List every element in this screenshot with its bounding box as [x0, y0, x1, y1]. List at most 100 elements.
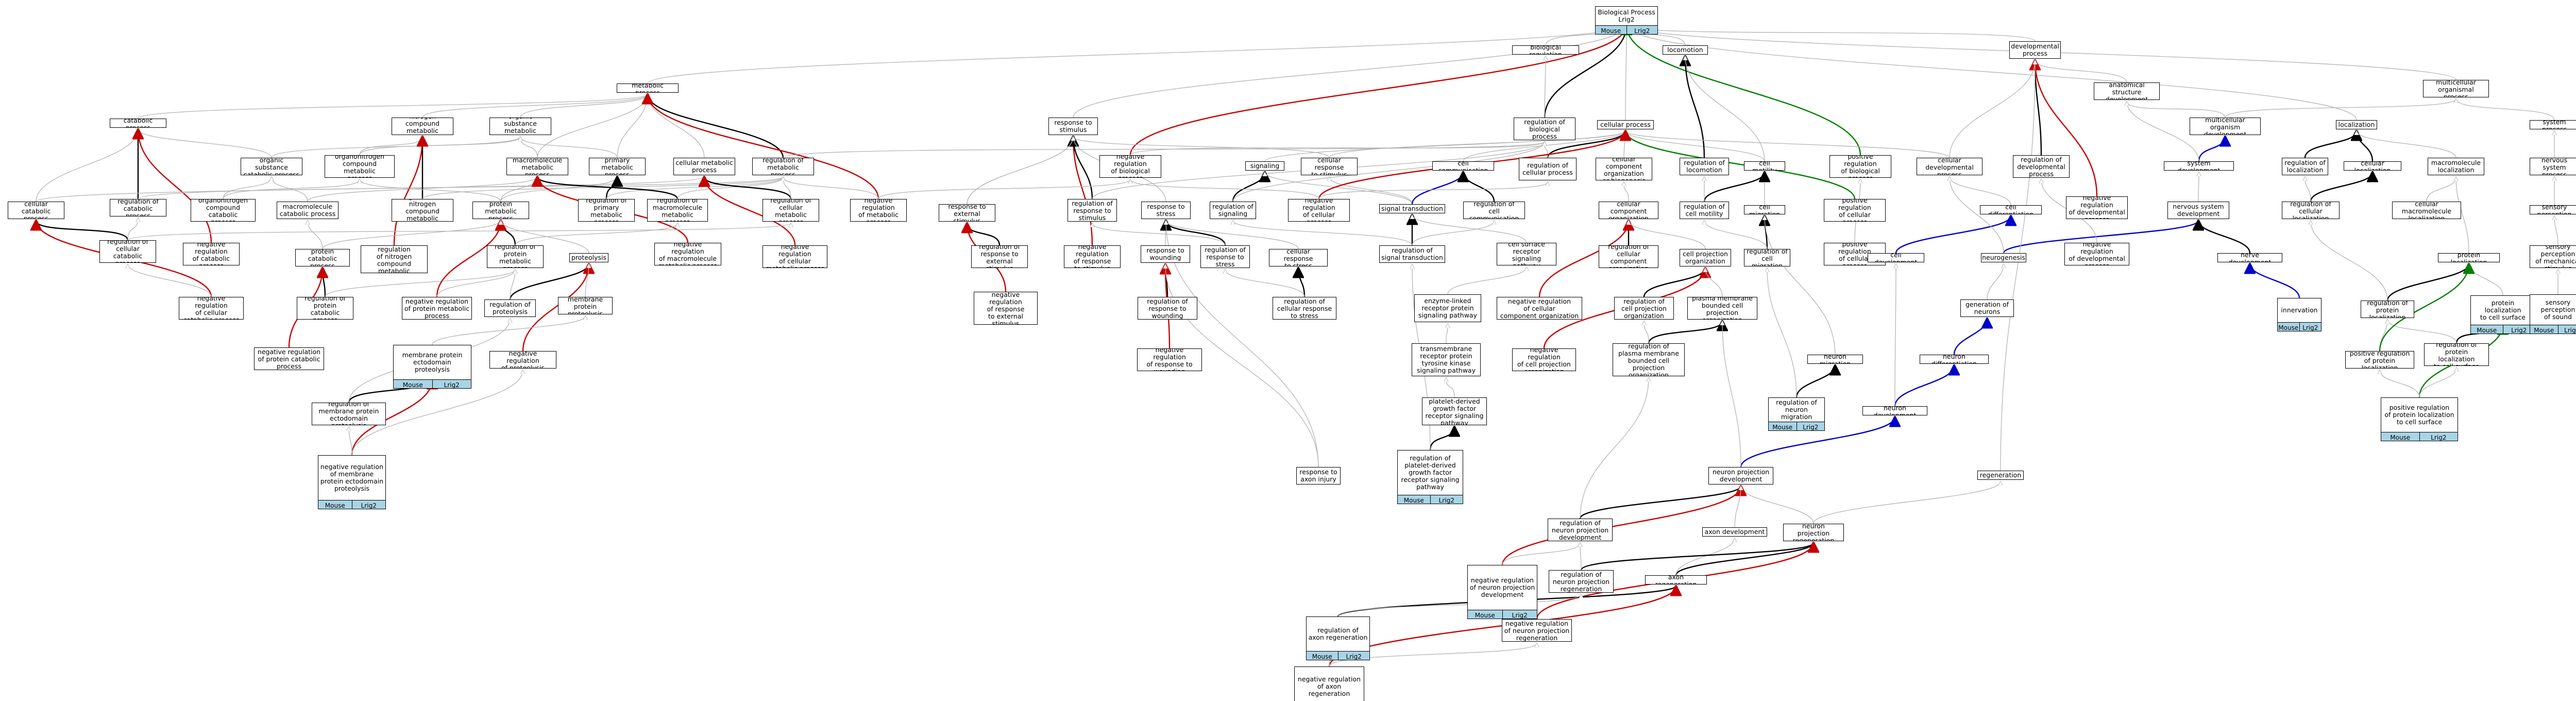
term-node-protloc[interactable]: protein localization — [2438, 253, 2500, 262]
term-node-posregcell[interactable]: positive regulation of cellular process — [1824, 199, 1886, 222]
term-node-negregresp[interactable]: negative regulation of response to stimu… — [1064, 245, 1121, 268]
term-node-cellproj[interactable]: cell projection organization — [1680, 249, 1731, 266]
term-node-celldev[interactable]: cellular developmental process — [1917, 158, 1982, 175]
term-node-multidev[interactable]: multicellular organism development — [2190, 118, 2261, 135]
term-node-regrespstress[interactable]: regulation of response to stress — [1200, 245, 1250, 268]
term-node-multiorg[interactable]: multicellular organismal process — [2423, 80, 2489, 97]
term-node-negregproteolysis[interactable]: negative regulation of proteolysis — [489, 351, 556, 369]
term-node-respwound[interactable]: response to wounding — [1141, 245, 1190, 263]
term-node-regsignaling[interactable]: regulation of signaling — [1210, 202, 1256, 219]
term-node-regcellproc[interactable]: regulation of cellular process — [1519, 158, 1577, 180]
term-node-nervsys[interactable]: nervous system process — [2530, 158, 2576, 175]
term-node-cellmotility[interactable]: cell motility — [1744, 161, 1785, 171]
term-node-regrespext[interactable]: regulation of response to external stimu… — [971, 245, 1028, 268]
term-node-locomotion[interactable]: locomotion — [1663, 45, 1708, 55]
term-node-regprotcat[interactable]: regulation of protein catabolic process — [297, 297, 353, 320]
term-node-signaltrans[interactable]: signal transduction — [1379, 204, 1445, 213]
term-node-posregprotloccs[interactable]: positive regulation of protein localizat… — [2381, 397, 2458, 441]
term-node-orgnitro[interactable]: organonitrogen compound metabolic proces… — [325, 155, 395, 178]
term-node-pdgf[interactable]: platelet-derived growth factor receptor … — [1422, 397, 1487, 425]
term-node-negregnitro[interactable]: negative regulation of nitrogen compound… — [361, 245, 428, 273]
term-node-cellrespstress[interactable]: cellular response to stress — [1269, 249, 1328, 266]
term-node-devproc[interactable]: developmental process — [2009, 41, 2061, 59]
term-node-negregneurprojdev[interactable]: negative regulation of neuron projection… — [1467, 565, 1537, 619]
term-node-negregaxonregen[interactable]: negative regulation of axon regeneration… — [1294, 666, 1364, 701]
term-node-regcellproj[interactable]: regulation of cell projection organizati… — [1614, 297, 1674, 320]
term-node-cco[interactable]: cellular component organization or bioge… — [1596, 158, 1652, 180]
term-node-bioreg[interactable]: biological regulation — [1512, 45, 1579, 55]
term-node-localization[interactable]: localization — [2336, 120, 2377, 129]
term-node-genneur[interactable]: generation of neurons — [1960, 299, 2014, 317]
term-node-regcellcomm[interactable]: regulation of cell communication — [1463, 202, 1525, 219]
term-node-neurprojdev[interactable]: neuron projection development — [1708, 467, 1773, 485]
term-node-proteolysis[interactable]: proteolysis — [569, 253, 608, 262]
term-node-resp[interactable]: response to stimulus — [1048, 118, 1098, 135]
term-node-primary[interactable]: primary metabolic process — [589, 158, 646, 175]
term-node-negregcell[interactable]: negative regulation of cellular process — [1288, 199, 1350, 222]
term-node-negregmacro[interactable]: negative regulation of macromolecule met… — [654, 243, 721, 265]
term-node-regcat[interactable]: regulation of catabolic process — [110, 199, 166, 216]
term-node-negregcellmet[interactable]: negative regulation of cellular metaboli… — [762, 245, 827, 268]
term-node-macromol[interactable]: macromolecule metabolic process — [506, 158, 568, 175]
term-node-sysdev[interactable]: system development — [2164, 161, 2234, 171]
term-node-negregprotcat[interactable]: negative regulation of protein catabolic… — [254, 347, 324, 370]
term-node-negregrespext[interactable]: negative regulation of response to exter… — [974, 292, 1038, 325]
term-node-cellmig[interactable]: cell migration — [1744, 205, 1785, 214]
term-node-negregcellcat[interactable]: negative regulation of cellular cataboli… — [179, 297, 244, 320]
term-node-cellcat[interactable]: cellular catabolic process — [8, 202, 64, 219]
term-node-protcat[interactable]: protein catabolic process — [295, 249, 350, 266]
term-node-regccorg[interactable]: regulation of cellular component organiz… — [1599, 245, 1658, 268]
term-node-regcellmet[interactable]: regulation of cellular metabolic process — [762, 199, 819, 222]
term-node-orgsubcat[interactable]: organic substance catabolic process — [241, 158, 302, 175]
term-node-catab[interactable]: catabolic process — [110, 119, 166, 128]
term-node-regprotloccs[interactable]: regulation of protein localization to ce… — [2424, 343, 2489, 366]
term-node-enzyme[interactable]: enzyme-linked receptor protein signaling… — [1414, 294, 1481, 322]
term-node-regloco[interactable]: regulation of locomotion — [1680, 158, 1729, 175]
term-node-negregmemecto[interactable]: negative regulation of membrane protein … — [318, 455, 386, 509]
term-node-neurogenesis[interactable]: neurogenesis — [1981, 253, 2026, 262]
term-node-cellloc[interactable]: cellular localization — [2344, 161, 2401, 171]
term-node-nervsysdev[interactable]: nervous system development — [2167, 202, 2229, 219]
term-node-posregprotloc[interactable]: positive regulation of protein localizat… — [2345, 351, 2414, 369]
term-node-respaxon[interactable]: response to axon injury — [1296, 467, 1341, 485]
term-node-cellmacroloc[interactable]: cellular macromolecule localization — [2392, 202, 2461, 219]
term-node-axonregen[interactable]: axon regeneration — [1645, 575, 1707, 585]
term-node-sensperc[interactable]: sensory perception — [2530, 205, 2576, 214]
term-node-cellcomm[interactable]: cell communication — [1432, 161, 1494, 171]
term-node-respstress[interactable]: response to stress — [1141, 202, 1191, 219]
term-node-negregdevproc[interactable]: negative regulation of developmental pro… — [2064, 243, 2129, 265]
term-node-regmacro[interactable]: regulation of macromolecule metabolic pr… — [647, 199, 708, 222]
term-node-senssound[interactable]: sensory perception of soundMouseLrig2 — [2530, 294, 2576, 334]
term-node-negregcat[interactable]: negative regulation of catabolic process — [183, 243, 240, 265]
term-node-regmemecto[interactable]: regulation of membrane protein ectodomai… — [312, 403, 386, 425]
term-node-regnitro[interactable]: regulation of nitrogen compound metaboli… — [392, 199, 453, 222]
term-node-axondev[interactable]: axon development — [1702, 527, 1767, 537]
term-node-regcellmot[interactable]: regulation of cell motility — [1680, 202, 1729, 219]
term-node-neurdiff[interactable]: neuron differentiation — [1920, 355, 1989, 364]
term-node-negregccorg[interactable]: negative regulation of cellular componen… — [1497, 297, 1582, 320]
term-node-regneurprojregen[interactable]: regulation of neuron projection regenera… — [1549, 570, 1614, 593]
term-node-regprimary[interactable]: regulation of primary metabolic process — [578, 199, 635, 222]
term-node-regloc[interactable]: regulation of localization — [2282, 158, 2328, 175]
term-node-regrespwound[interactable]: regulation of response to wounding — [1138, 297, 1197, 320]
term-node-regcellcat[interactable]: regulation of cellular catabolic process — [99, 240, 156, 263]
term-node-ccorg[interactable]: cellular component organization — [1599, 202, 1658, 219]
term-node-negregrespwound[interactable]: negative regulation of response to wound… — [1137, 348, 1202, 371]
term-node-orgnitrocat[interactable]: organonitrogen compound catabolic proces… — [191, 199, 256, 222]
term-node-sensmech[interactable]: sensory perception of mechanical stimulu… — [2530, 245, 2576, 268]
term-node-metab[interactable]: metabolic process — [617, 84, 679, 93]
term-node-syspro[interactable]: system process — [2530, 120, 2576, 129]
term-node-nervedev[interactable]: nerve development — [2217, 253, 2282, 262]
term-node-cellsurf[interactable]: cell surface receptor signaling pathway — [1497, 243, 1556, 265]
term-node-orgsub[interactable]: organic substance metabolic process — [489, 118, 551, 135]
term-node-regmet[interactable]: regulation of metabolic process — [752, 158, 814, 175]
term-node-celldevel[interactable]: cell development — [1868, 253, 1924, 262]
term-node-respext[interactable]: response to external stimulus — [939, 204, 995, 222]
term-node-regdev[interactable]: regulation of developmental process — [2013, 155, 2070, 178]
term-node-posregbio[interactable]: positive regulation of biological proces… — [1829, 155, 1891, 178]
term-node-nitro[interactable]: nitrogen compound metabolic process — [392, 118, 453, 135]
term-node-memprot[interactable]: membrane protein proteolysis — [558, 297, 613, 314]
